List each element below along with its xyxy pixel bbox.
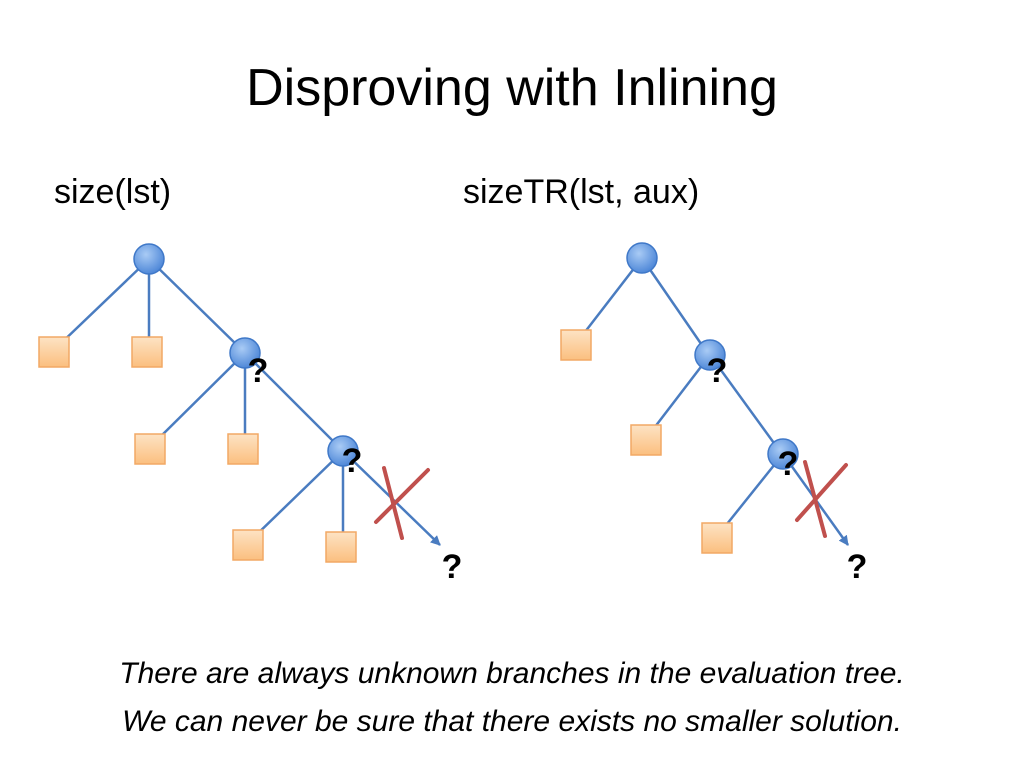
edge-size-7 <box>249 450 344 542</box>
edge-size-tr-3 <box>647 354 711 437</box>
node-size-1 <box>133 243 165 275</box>
edge-size-tr-1 <box>577 257 643 342</box>
unknown-mark-size-tr-1: ? <box>707 352 728 390</box>
leaf-size-3 <box>134 433 166 465</box>
cross-size-tr-stroke-2 <box>803 460 827 538</box>
unknown-mark-size-1: ? <box>248 352 269 390</box>
tree-leaves <box>38 329 733 563</box>
leaf-size-5 <box>232 529 264 561</box>
unknown-mark-size-tr-2: ? <box>778 445 799 483</box>
leaf-size-tr-1 <box>560 329 592 361</box>
caption-line-1: There are always unknown branches in the… <box>119 657 905 690</box>
pruned-branch-crosses <box>374 460 848 540</box>
unknown-mark-size-3: ? <box>442 548 463 586</box>
unknown-marks: ?????? <box>248 352 868 586</box>
cross-size-tr-stroke-1 <box>795 463 848 522</box>
node-size-tr-2 <box>694 339 726 371</box>
edge-size-1 <box>55 258 150 349</box>
unknown-mark-size-2: ? <box>342 442 363 480</box>
leaf-size-6 <box>325 531 357 563</box>
leaf-size-tr-2 <box>630 424 662 456</box>
tree-label-size-tr: sizeTR(lst, aux) <box>463 173 700 211</box>
slide-caption: There are always unknown branches in the… <box>0 650 1024 746</box>
leaf-size-tr-3 <box>701 522 733 554</box>
leaf-size-4 <box>227 433 259 465</box>
edge-size-3 <box>148 258 242 350</box>
unknown-mark-size-tr-3: ? <box>847 548 868 586</box>
leaf-size-1 <box>38 336 70 368</box>
cross-size-stroke-1 <box>374 468 430 524</box>
tree-label-size: size(lst) <box>54 173 172 211</box>
leaf-size-2 <box>131 336 163 368</box>
slide-title: Disproving with Inlining <box>246 59 778 117</box>
tree-edges <box>55 257 850 546</box>
edge-size-tr-5 <box>718 453 784 535</box>
edge-size-tr-4 <box>708 354 781 451</box>
caption-line-2: We can never be sure that there exists n… <box>122 705 902 738</box>
node-size-2 <box>229 337 261 369</box>
edge-size-tr-2 <box>640 257 708 352</box>
edge-size-4 <box>151 352 246 446</box>
cross-size-stroke-2 <box>382 466 404 540</box>
node-size-tr-3 <box>767 438 799 470</box>
node-size-tr-1 <box>626 242 658 274</box>
node-size-3 <box>327 435 359 467</box>
edge-size-6 <box>244 352 340 448</box>
tree-nodes <box>133 242 799 470</box>
